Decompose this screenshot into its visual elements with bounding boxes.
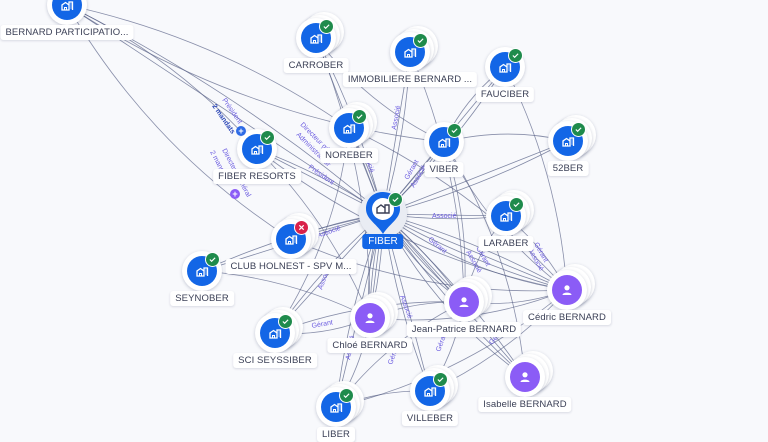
node-label: VILLEBER: [401, 411, 459, 426]
node-label: BERNARD PARTICIPATIO...: [0, 25, 134, 40]
node-label: SCI SEYSSIBER: [233, 353, 317, 368]
verified-check-icon: [508, 48, 523, 63]
node-label: LARABER: [478, 236, 534, 251]
person-icon: [355, 303, 385, 333]
verified-check-icon: [352, 109, 367, 124]
edge-label: Président: [307, 164, 335, 187]
building-icon: [301, 23, 331, 53]
node-label: Isabelle BERNARD: [478, 397, 572, 412]
verified-check-icon: [388, 192, 403, 207]
verified-check-icon: [260, 130, 275, 145]
person-icon: [449, 287, 479, 317]
verified-check-icon: [339, 388, 354, 403]
edge-label: Associé: [316, 225, 342, 240]
building-icon: [52, 0, 82, 20]
verified-check-icon: [447, 123, 462, 138]
verified-check-icon: [319, 19, 334, 34]
person-icon: [552, 275, 582, 305]
node-label: LIBER: [317, 427, 355, 442]
node-label: Chloé BERNARD: [327, 338, 413, 353]
person-icon: [510, 362, 540, 392]
expand-plus-icon[interactable]: +: [230, 189, 240, 199]
edge-label: Associé: [398, 294, 413, 320]
node-label: Cédric BERNARD: [523, 310, 611, 325]
verified-check-icon: [509, 197, 524, 212]
node-label: Jean-Patrice BERNARD: [406, 322, 522, 337]
verified-check-icon: [571, 122, 586, 137]
edge-label: Associé: [432, 213, 457, 220]
edge-label: Associé: [391, 105, 402, 130]
node-label: 52BER: [547, 161, 589, 176]
node-label: CLUB HOLNEST - SPV M...: [225, 259, 357, 274]
building-icon: [334, 113, 364, 143]
verified-check-icon: [433, 372, 448, 387]
expand-plus-icon[interactable]: +: [236, 126, 246, 136]
center-node-label: FIBER: [362, 234, 404, 249]
node-label: VIBER: [424, 162, 464, 177]
verified-check-icon: [413, 33, 428, 48]
node-label: SEYNOBER: [170, 291, 234, 306]
edge-label: Gérant: [311, 319, 333, 330]
verified-check-icon: [205, 252, 220, 267]
node-label: IMMOBILIERE BERNARD ...: [342, 72, 478, 87]
verified-check-icon: [278, 314, 293, 329]
node-label: FIBER RESORTS: [213, 169, 301, 184]
node-label: FAUCIBER: [475, 87, 535, 102]
node-label: NOREBER: [320, 148, 378, 163]
closed-cross-icon: [294, 220, 309, 235]
node-label: CARROBER: [283, 58, 349, 73]
